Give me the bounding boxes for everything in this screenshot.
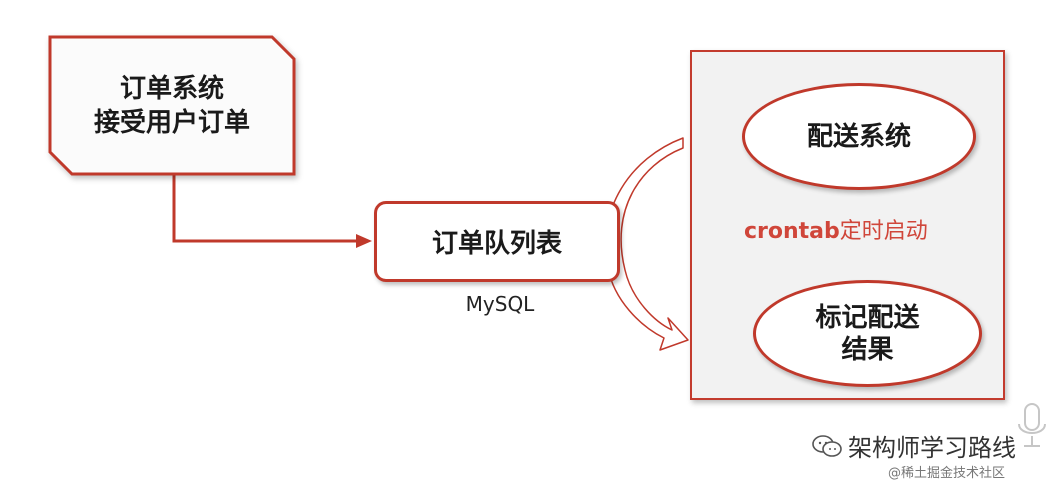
order-system-subtitle: 接受用户订单 — [93, 107, 250, 138]
crontab-label: crontab定时启动 — [744, 213, 964, 245]
delivery-system-node: 配送系统 — [742, 83, 976, 190]
queue-to-panel-curved-arrow — [604, 137, 689, 351]
mark-result-line1: 标记配送 — [815, 302, 920, 333]
wechat-icon — [812, 434, 842, 457]
delivery-system-label: 配送系统 — [806, 121, 911, 152]
order-to-queue-arrow — [172, 174, 360, 243]
crontab-description: 定时启动 — [839, 219, 928, 244]
order-queue-table-label: 订单队列表 — [431, 229, 562, 259]
order-to-queue-arrowhead — [356, 234, 372, 248]
microphone-icon — [1018, 403, 1046, 447]
watermark-subtext: @稀土掘金技术社区 — [888, 466, 1006, 481]
watermark-text: 架构师学习路线 — [848, 434, 1016, 462]
mysql-caption: MySQL — [465, 292, 535, 316]
order-queue-table-node: 订单队列表 — [374, 201, 620, 282]
crontab-keyword: crontab — [744, 219, 840, 244]
watermark: 架构师学习路线 — [812, 428, 1016, 463]
order-system-node: 订单系统 接受用户订单 — [50, 37, 294, 174]
mark-result-node: 标记配送 结果 — [753, 280, 982, 387]
mark-result-line2: 结果 — [841, 334, 894, 365]
order-system-title: 订单系统 — [119, 73, 224, 104]
